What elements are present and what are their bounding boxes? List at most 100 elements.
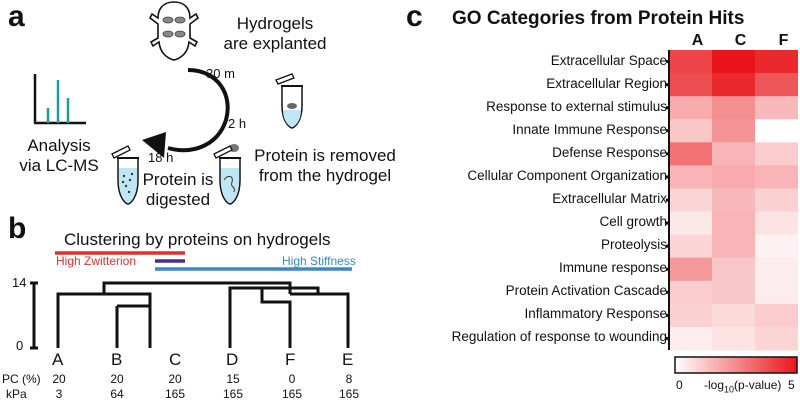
heatmap-cell xyxy=(712,165,755,189)
heatmap-cell xyxy=(712,211,755,236)
heatmap-cell xyxy=(712,257,755,282)
kpa-value: 165 xyxy=(164,387,186,401)
heatmap-row-label: Cell growth xyxy=(599,214,667,230)
heatmap-row-label: Extracellular Region xyxy=(546,75,667,91)
heatmap-cell xyxy=(712,142,755,166)
heatmap xyxy=(666,50,798,351)
heatmap-col-c: C xyxy=(734,32,747,49)
kpa-value: 64 xyxy=(110,387,124,401)
heatmap-cell xyxy=(712,96,755,120)
time-30m: 30 m xyxy=(206,66,235,81)
dendrogram xyxy=(30,281,350,350)
y-tick-0: 0 xyxy=(16,338,24,353)
stiffness-label: High Stiffness xyxy=(282,254,356,268)
heatmap-cell xyxy=(669,234,712,259)
sample-label-e: E xyxy=(342,350,354,369)
heatmap-row-label: Inflammatory Response xyxy=(524,306,667,322)
heatmap-cell xyxy=(712,280,755,305)
colorbar-min: 0 xyxy=(676,378,683,392)
heatmap-cell xyxy=(669,50,712,74)
heatmap-row-label: Innate Immune Response xyxy=(512,121,667,137)
step-removed-text: Protein is removed from the hydrogel xyxy=(254,146,396,185)
pc-value: 20 xyxy=(52,372,66,386)
heatmap-cell xyxy=(755,280,798,305)
heatmap-cell xyxy=(712,73,755,97)
time-18h: 18 h xyxy=(148,150,174,165)
heatmap-cell xyxy=(669,142,712,166)
tube-gel-icon xyxy=(213,144,241,205)
heatmap-row-label: Protein Activation Cascade xyxy=(505,283,667,299)
sample-label-c: C xyxy=(169,350,182,369)
colorbar-label: -log10(p-value) xyxy=(704,378,782,395)
heatmap-cell xyxy=(712,188,755,213)
heatmap-cell xyxy=(755,50,798,74)
heatmap-cell xyxy=(669,326,712,351)
heatmap-cell xyxy=(755,234,798,259)
heatmap-cell xyxy=(669,188,712,213)
pc-value: 20 xyxy=(110,372,124,386)
heatmap-cell xyxy=(755,165,798,189)
time-2h: 2 h xyxy=(228,116,247,131)
kpa-value: 165 xyxy=(338,387,360,401)
heatmap-cell xyxy=(669,257,712,282)
colorbar xyxy=(674,356,798,374)
heatmap-col-f: F xyxy=(778,32,789,49)
heatmap-cell xyxy=(669,73,712,97)
heatmap-cell xyxy=(669,165,712,189)
panel-b-letter: b xyxy=(8,212,27,245)
kpa-value: 3 xyxy=(55,387,63,401)
heatmap-cell xyxy=(755,303,798,328)
heatmap-cell xyxy=(755,142,798,166)
heatmap-cell xyxy=(755,119,798,143)
pc-value: 0 xyxy=(288,372,296,386)
heatmap-cell xyxy=(755,257,798,282)
sample-label-b: B xyxy=(111,350,123,369)
row-label-kpa: kPa xyxy=(6,387,27,401)
dendrogram-title: Clustering by proteins on hydrogels xyxy=(64,230,331,249)
heatmap-row-label: Extracellular Space xyxy=(550,52,667,68)
sample-label-a: A xyxy=(52,350,64,369)
colorbar-max: 5 xyxy=(788,378,795,392)
heatmap-cell xyxy=(755,96,798,120)
heatmap-row-label: Defense Response xyxy=(552,144,667,160)
heatmap-row-label: Proteolysis xyxy=(600,237,667,253)
sample-label-d: D xyxy=(226,350,239,369)
heatmap-cell xyxy=(755,73,798,97)
heatmap-cell xyxy=(712,234,755,259)
heatmap-cell xyxy=(712,326,755,351)
heatmap-row-label: Immune response xyxy=(558,260,667,276)
row-label-pc: PC (%) xyxy=(2,372,41,386)
heatmap-cell xyxy=(712,119,755,143)
cycle-arrow xyxy=(142,68,230,158)
heatmap-cell xyxy=(669,303,712,328)
spectrum-icon xyxy=(33,74,86,125)
step-digested-text: Protein is digested xyxy=(142,170,214,209)
mouse-icon xyxy=(148,1,200,61)
group-bars xyxy=(55,251,352,271)
heatmap-cell xyxy=(755,326,798,351)
pc-value: 20 xyxy=(168,372,182,386)
heatmap-cell xyxy=(669,119,712,143)
heatmap-cell xyxy=(669,211,712,236)
heatmap-title: GO Categories from Protein Hits xyxy=(452,8,745,29)
kpa-value: 165 xyxy=(222,387,244,401)
heatmap-row-label: Regulation of response to wounding xyxy=(451,329,667,345)
panel-a-letter: a xyxy=(8,0,25,33)
sample-label-f: F xyxy=(285,350,296,369)
heatmap-cell xyxy=(755,211,798,236)
heatmap-cell xyxy=(669,280,712,305)
heatmap-cell xyxy=(712,303,755,328)
y-tick-14: 14 xyxy=(12,275,27,290)
heatmap-row-label: Extracellular Matrix xyxy=(552,191,667,206)
analysis-text: Analysis via LC-MS xyxy=(19,136,99,175)
heatmap-cell xyxy=(712,50,755,74)
heatmap-cell xyxy=(755,188,798,213)
heatmap-col-a: A xyxy=(691,32,704,49)
heatmap-cell xyxy=(669,96,712,120)
panel-c-letter: c xyxy=(406,0,423,33)
zwitterion-label: High Zwitterion xyxy=(56,254,137,268)
pc-value: 15 xyxy=(226,372,240,386)
step-explant-text: Hydrogels are explanted xyxy=(223,14,327,53)
heatmap-row-label: Cellular Component Organization xyxy=(467,167,667,183)
